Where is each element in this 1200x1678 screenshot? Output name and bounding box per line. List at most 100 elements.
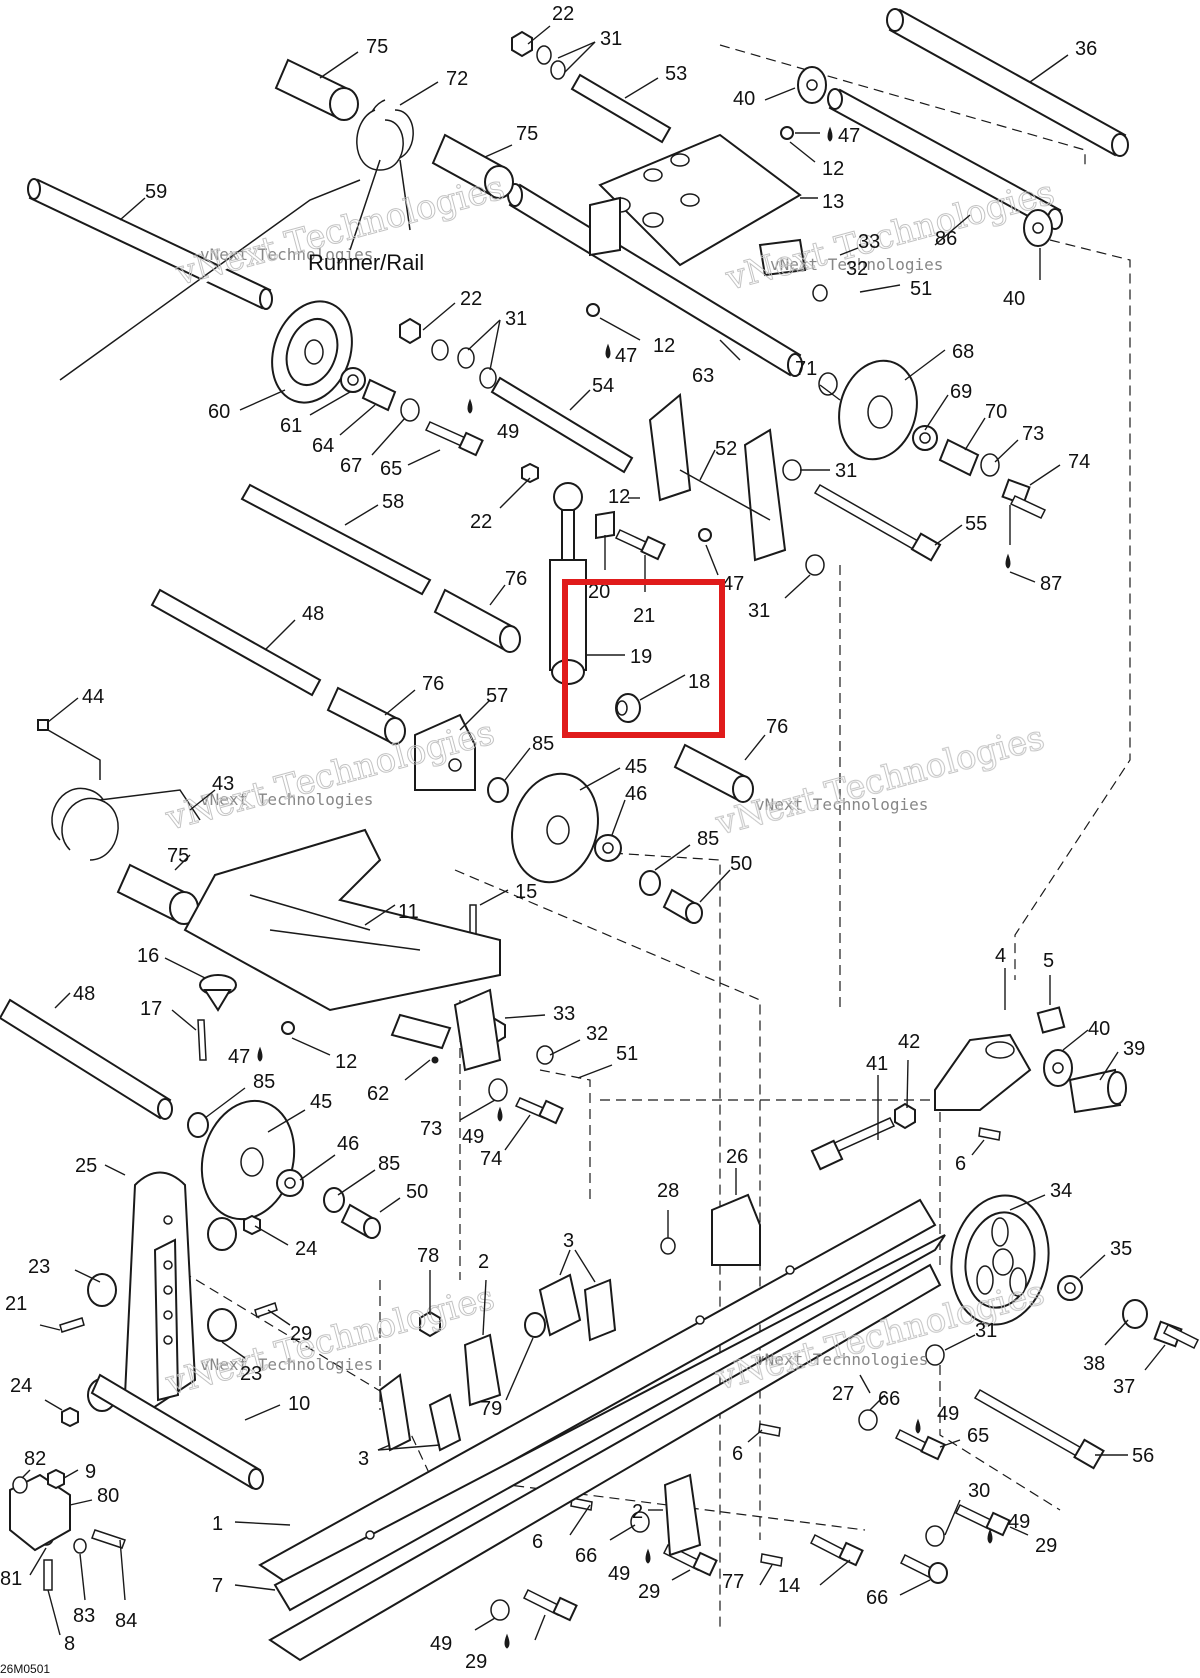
callout-label: 84 xyxy=(115,1610,137,1632)
watermark-text-2: vNext Technologies xyxy=(770,255,943,274)
callout-label: 8 xyxy=(64,1633,75,1655)
callout-label: 52 xyxy=(715,438,737,460)
washer-31-h xyxy=(925,1344,945,1366)
callout-label: 1 xyxy=(212,1513,223,1535)
washer-23-b xyxy=(87,1273,117,1307)
callout-label: 12 xyxy=(822,158,844,180)
washer-32-b xyxy=(812,284,828,302)
support-25 xyxy=(123,1171,197,1412)
shaft-36 xyxy=(886,8,1129,157)
callout-label: 47 xyxy=(228,1046,250,1068)
callout-label: 21 xyxy=(5,1293,27,1315)
callout-label: 51 xyxy=(616,1043,638,1065)
bushing-20 xyxy=(595,510,615,540)
callout-label: 46 xyxy=(625,783,647,805)
bolt-74-mid xyxy=(514,1097,564,1125)
bracket-3-a xyxy=(538,1273,582,1337)
bearing-69 xyxy=(912,425,938,451)
oil-drop-icon xyxy=(257,1046,263,1062)
callout-label: 56 xyxy=(1132,1445,1154,1467)
slider-16 xyxy=(199,974,237,1012)
pin-53 xyxy=(570,73,672,144)
bolt-55 xyxy=(813,483,927,555)
bolt-41 xyxy=(828,1117,896,1154)
callout-label: 48 xyxy=(302,603,324,625)
callout-label: 22 xyxy=(470,511,492,533)
callout-label: 4 xyxy=(995,945,1006,967)
callout-label: 29 xyxy=(465,1651,487,1673)
washer-31-d xyxy=(457,347,475,369)
wheel-60 xyxy=(271,300,353,404)
callout-label: 29 xyxy=(638,1581,660,1603)
callout-label: 40 xyxy=(733,88,755,110)
callout-label: 50 xyxy=(730,853,752,875)
callout-label: 47 xyxy=(722,573,744,595)
callout-label: 49 xyxy=(430,1633,452,1655)
bracket-33-lower xyxy=(453,988,502,1072)
wheel-45-upper xyxy=(511,772,599,884)
nut-24-b xyxy=(61,1406,79,1428)
callout-label: 42 xyxy=(898,1031,920,1053)
spacer-85-d xyxy=(323,1187,345,1213)
spacer-85-b xyxy=(639,870,661,896)
callout-label: 29 xyxy=(1035,1535,1057,1557)
spring-43 xyxy=(47,729,201,861)
callout-label: 70 xyxy=(985,401,1007,423)
oil-drop-icon xyxy=(987,1528,993,1544)
callout-label: 31 xyxy=(600,28,622,50)
nut-42 xyxy=(894,1102,916,1130)
callout-label: 33 xyxy=(553,1003,575,1025)
callout-label: 47 xyxy=(838,125,860,147)
callout-label: 72 xyxy=(446,68,468,90)
callout-label: 49 xyxy=(462,1126,484,1148)
callout-label: 15 xyxy=(515,881,537,903)
sleeve-50-b xyxy=(340,1203,381,1239)
bolt-21-small xyxy=(59,1317,85,1333)
block-26 xyxy=(711,1193,761,1266)
nut-22-top xyxy=(511,30,533,58)
section-label: Runner/Rail xyxy=(308,250,424,275)
sleeves xyxy=(116,58,754,1239)
nut-22-mid xyxy=(399,317,421,345)
callout-label: 66 xyxy=(575,1545,597,1567)
callout-label: 75 xyxy=(167,845,189,867)
rod-48-upper xyxy=(150,588,322,697)
callout-label: 20 xyxy=(588,581,610,603)
callout-label: 29 xyxy=(290,1323,312,1345)
rail-7 xyxy=(268,1263,942,1662)
callout-label: 31 xyxy=(975,1320,997,1342)
callout-label: 36 xyxy=(1075,38,1097,60)
arm-11 xyxy=(183,828,501,1064)
callout-label: 71 xyxy=(795,358,817,380)
callout-label: 24 xyxy=(10,1375,32,1397)
callout-label: 60 xyxy=(208,401,230,423)
callout-label: 22 xyxy=(552,3,574,25)
wheels xyxy=(200,300,1050,1326)
screw-6-d xyxy=(760,1553,783,1567)
callout-label: 50 xyxy=(406,1181,428,1203)
callout-label: 12 xyxy=(608,486,630,508)
spacer-64 xyxy=(361,378,397,412)
callout-label: 47 xyxy=(615,345,637,367)
washer-66-c xyxy=(490,1599,510,1621)
callout-label: 21 xyxy=(633,605,655,627)
callout-label: 73 xyxy=(420,1118,442,1140)
oil-drop-icon xyxy=(504,1633,510,1649)
callout-label: 66 xyxy=(878,1388,900,1410)
bolt-65-mid xyxy=(894,1428,946,1461)
washer-31-e xyxy=(479,367,497,389)
callout-label: 75 xyxy=(366,36,388,58)
watermark-large-5: vNext Technologies xyxy=(161,1278,499,1404)
callout-label: 25 xyxy=(75,1155,97,1177)
callout-label: 28 xyxy=(657,1180,679,1202)
watermark-text-4: vNext Technologies xyxy=(755,795,928,814)
callout-label: 32 xyxy=(586,1023,608,1045)
oil-drop-icon xyxy=(1005,553,1011,569)
watermark-text-3: vNext Technologies xyxy=(200,790,373,809)
washer-23-a xyxy=(207,1308,237,1342)
callout-label: 32 xyxy=(846,258,868,280)
callout-label: 82 xyxy=(24,1448,46,1470)
callout-label: 17 xyxy=(140,998,162,1020)
rod-54 xyxy=(490,376,634,474)
callout-label: 35 xyxy=(1110,1238,1132,1260)
